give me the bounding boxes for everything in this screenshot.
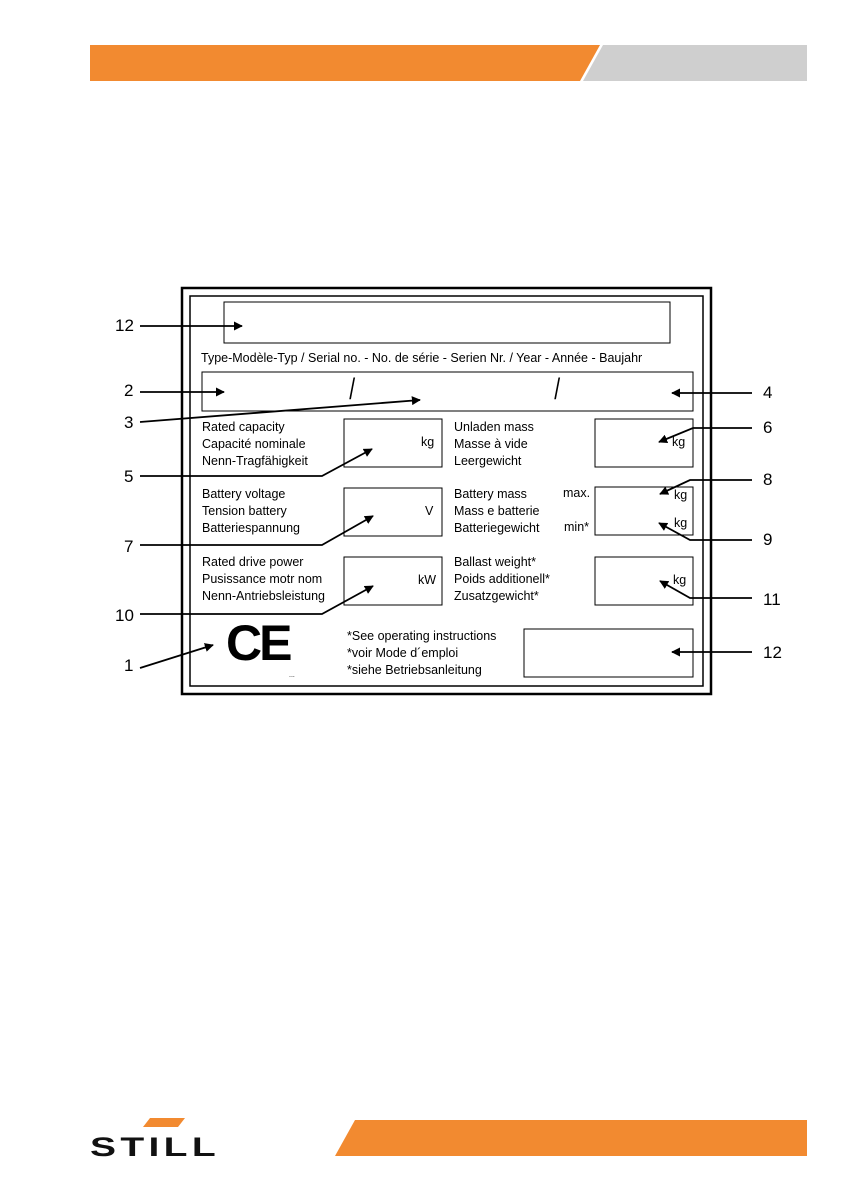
footer-orange-band [335, 1120, 807, 1156]
footer-bar [335, 1120, 807, 1156]
header-gray-tab [583, 45, 807, 81]
footnote: *See operating instructions *voir Mode d… [347, 629, 497, 677]
callout-6-arrow [658, 427, 752, 444]
serial-year-field [201, 371, 694, 412]
callout-12-top: 12 [115, 316, 134, 335]
callout-3-arrow [139, 396, 421, 423]
battery-mass-unit-max: kg [674, 488, 688, 502]
callout-9-arrow [658, 522, 752, 541]
callout-10: 10 [115, 606, 134, 625]
callout-10-arrow [140, 585, 374, 615]
ce-small-mark: ... [289, 672, 295, 679]
callout-5-arrow [140, 448, 373, 477]
ce-mark: CE [226, 615, 292, 671]
callout-7: 7 [124, 537, 134, 556]
ce-info-field [523, 628, 694, 678]
battery-mass-max-label: max. [563, 486, 591, 500]
callout-9: 9 [763, 530, 773, 549]
drive-power-field [343, 556, 443, 606]
battery-voltage-unit: V [425, 504, 434, 518]
ballast-weight-field [594, 556, 694, 606]
rated-capacity-unit: kg [421, 435, 435, 449]
callout-11: 11 [763, 590, 781, 609]
battery-mass-field [594, 486, 694, 536]
callout-2: 2 [124, 381, 134, 400]
plate-outer-frame [180, 286, 713, 696]
battery-voltage-label: Battery voltage Tension battery Batterie… [202, 487, 300, 535]
header-bar [90, 45, 807, 81]
separator-slash-2: / [554, 373, 561, 406]
callout-7-arrow [140, 515, 374, 546]
plate-inner-frame [189, 295, 704, 687]
header-orange-band [90, 45, 600, 81]
battery-mass-label: Battery mass Mass e batterie Batteriegew… [454, 487, 540, 535]
battery-voltage-field [343, 487, 443, 537]
logo-orange-mark [143, 1118, 185, 1127]
drive-power-label: Rated drive power Pusissance motr nom Ne… [202, 555, 325, 603]
ballast-weight-label: Ballast weight* Poids additionell* Zusat… [454, 555, 550, 603]
rated-capacity-field [343, 418, 443, 468]
callout-5: 5 [124, 467, 134, 486]
logo-text: STILL [90, 1132, 220, 1160]
separator-slash-1: / [349, 373, 356, 406]
unladen-mass-unit: kg [672, 435, 686, 449]
callout-1: 1 [124, 656, 134, 675]
callout-6: 6 [763, 418, 773, 437]
unladen-mass-label: Unladen mass Masse à vide Leergewicht [454, 420, 534, 468]
callout-11-arrow [659, 580, 752, 599]
callout-12-bottom: 12 [763, 643, 782, 662]
still-logo: STILL [90, 1118, 220, 1160]
callout-3: 3 [124, 413, 134, 432]
type-field [223, 301, 671, 344]
battery-mass-unit-min: kg [674, 516, 688, 530]
callout-8-arrow [659, 479, 752, 495]
callout-4: 4 [763, 383, 773, 402]
ballast-weight-unit: kg [673, 573, 687, 587]
callout-8: 8 [763, 470, 773, 489]
drive-power-unit: kW [418, 573, 437, 587]
battery-mass-min-label: min* [564, 520, 590, 534]
callout-1-arrow [139, 643, 214, 669]
rated-capacity-label: Rated capacity Capacité nominale Nenn-Tr… [202, 420, 308, 468]
unladen-mass-field [594, 418, 694, 468]
type-serial-year-caption: Type-Modèle-Typ / Serial no. - No. de sé… [201, 351, 643, 365]
